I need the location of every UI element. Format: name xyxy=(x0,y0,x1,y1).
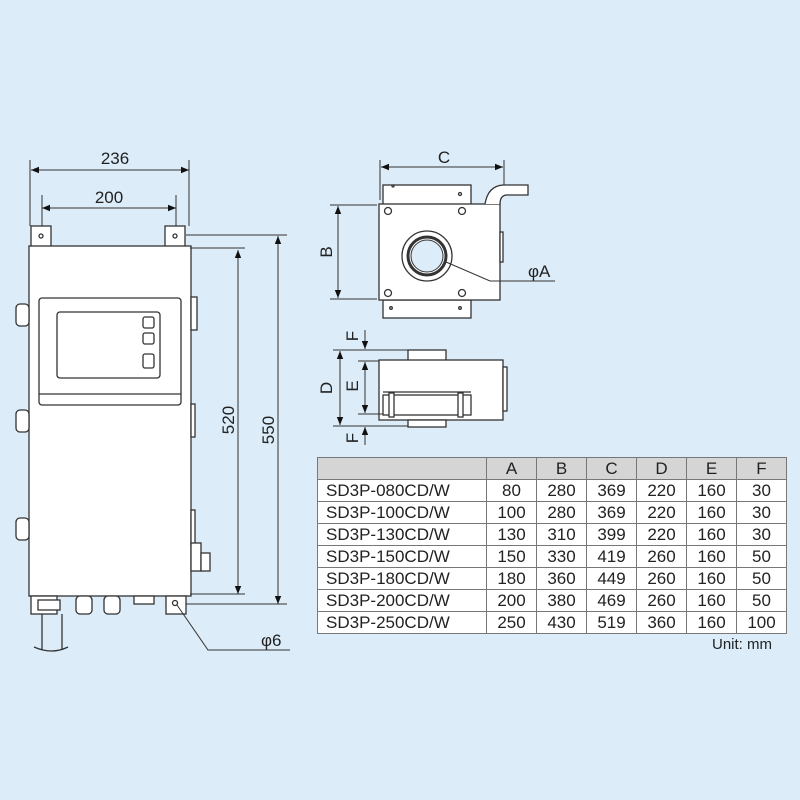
value-cell: 469 xyxy=(586,589,637,612)
model-cell: SD3P-100CD/W xyxy=(317,501,487,524)
dim-200: 200 xyxy=(95,188,123,207)
header-f: F xyxy=(736,457,787,480)
value-cell: 160 xyxy=(686,479,737,502)
model-cell: SD3P-180CD/W xyxy=(317,567,487,590)
value-cell: 380 xyxy=(536,589,587,612)
value-cell: 30 xyxy=(736,501,787,524)
value-cell: 519 xyxy=(586,611,637,634)
value-cell: 160 xyxy=(686,501,737,524)
dim-236: 236 xyxy=(101,149,129,168)
value-cell: 260 xyxy=(636,589,687,612)
model-cell: SD3P-130CD/W xyxy=(317,523,487,546)
duct-front-view xyxy=(378,184,529,319)
value-cell: 200 xyxy=(486,589,537,612)
value-cell: 80 xyxy=(486,479,537,502)
dim-b: B xyxy=(317,246,336,257)
model-cell: SD3P-080CD/W xyxy=(317,479,487,502)
dim-c: C xyxy=(438,148,450,167)
header-c: C xyxy=(586,457,637,480)
dim-hole-diameter: φ6 xyxy=(261,631,281,650)
value-cell: 160 xyxy=(686,611,737,634)
value-cell: 430 xyxy=(536,611,587,634)
value-cell: 220 xyxy=(636,479,687,502)
value-cell: 50 xyxy=(736,589,787,612)
dim-f-bottom: F xyxy=(343,433,362,443)
hinge xyxy=(15,409,30,433)
value-cell: 150 xyxy=(486,545,537,568)
value-cell: 160 xyxy=(686,589,737,612)
dim-e: E xyxy=(343,380,362,391)
value-cell: 250 xyxy=(486,611,537,634)
hinge xyxy=(15,517,30,541)
table-header-row: A B C D E F xyxy=(317,457,787,480)
header-d: D xyxy=(636,457,687,480)
value-cell: 220 xyxy=(636,501,687,524)
value-cell: 360 xyxy=(636,611,687,634)
model-cell: SD3P-150CD/W xyxy=(317,545,487,568)
value-cell: 369 xyxy=(586,479,637,502)
duct-side-view xyxy=(378,349,508,428)
header-e: E xyxy=(686,457,737,480)
dim-f-top: F xyxy=(343,331,362,341)
dim-d: D xyxy=(317,382,336,394)
dim-a: φA xyxy=(528,262,551,281)
value-cell: 220 xyxy=(636,523,687,546)
header-a: A xyxy=(486,457,537,480)
value-cell: 180 xyxy=(486,567,537,590)
value-cell: 260 xyxy=(636,567,687,590)
value-cell: 100 xyxy=(736,611,787,634)
value-cell: 399 xyxy=(586,523,637,546)
value-cell: 310 xyxy=(536,523,587,546)
hinge xyxy=(15,303,30,327)
value-cell: 30 xyxy=(736,479,787,502)
front-view xyxy=(15,225,211,652)
value-cell: 330 xyxy=(536,545,587,568)
value-cell: 160 xyxy=(686,567,737,590)
mount-tab xyxy=(164,225,186,249)
duct-dimensions xyxy=(330,160,555,445)
value-cell: 30 xyxy=(736,523,787,546)
header-b: B xyxy=(536,457,587,480)
mount-tab xyxy=(30,225,52,249)
value-cell: 280 xyxy=(536,501,587,524)
value-cell: 50 xyxy=(736,545,787,568)
unit-label: Unit: mm xyxy=(712,636,772,653)
value-cell: 50 xyxy=(736,567,787,590)
model-cell: SD3P-200CD/W xyxy=(317,589,487,612)
value-cell: 260 xyxy=(636,545,687,568)
front-dimensions xyxy=(29,160,290,651)
value-cell: 369 xyxy=(586,501,637,524)
dim-550: 550 xyxy=(259,416,278,444)
header-model xyxy=(317,457,487,480)
dim-520: 520 xyxy=(219,406,238,434)
value-cell: 160 xyxy=(686,523,737,546)
value-cell: 100 xyxy=(486,501,537,524)
value-cell: 280 xyxy=(536,479,587,502)
value-cell: 360 xyxy=(536,567,587,590)
model-cell: SD3P-250CD/W xyxy=(317,611,487,634)
display xyxy=(56,311,161,379)
value-cell: 130 xyxy=(486,523,537,546)
value-cell: 449 xyxy=(586,567,637,590)
value-cell: 419 xyxy=(586,545,637,568)
value-cell: 160 xyxy=(686,545,737,568)
